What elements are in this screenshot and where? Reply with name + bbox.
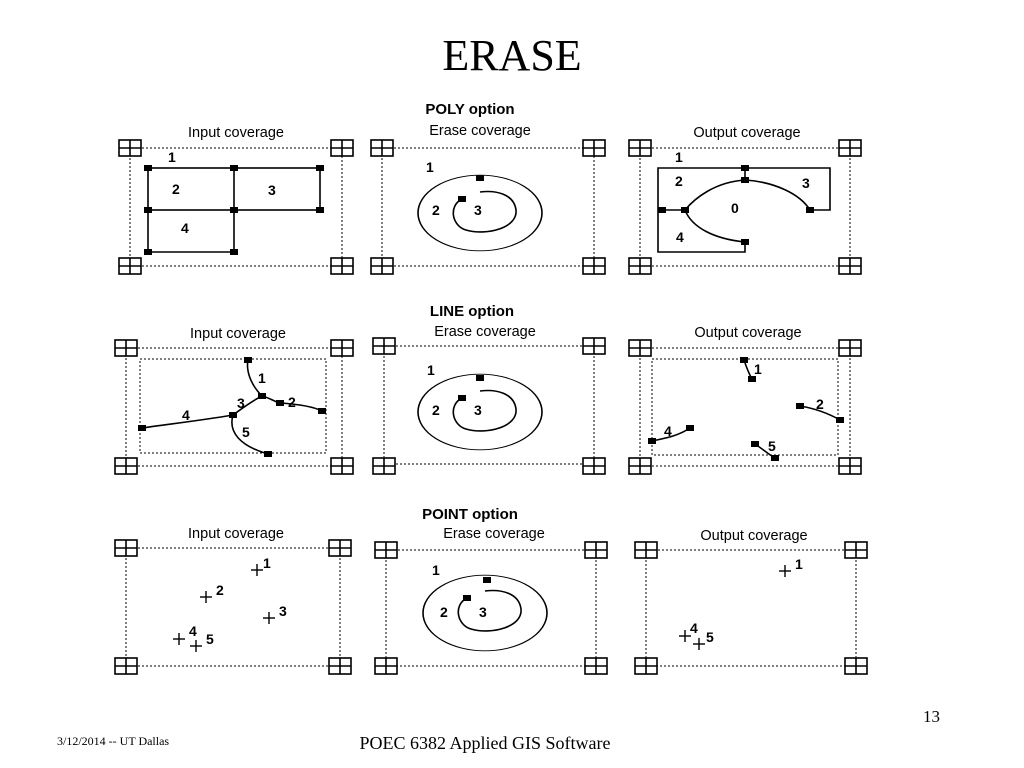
line-output-label: 1 bbox=[754, 361, 762, 377]
poly-option-title: POLY option bbox=[425, 101, 514, 118]
point-erase-panel: Erase coverage 1 2 3 bbox=[374, 526, 608, 675]
poly-output-label: 2 bbox=[675, 173, 683, 189]
point-input-heading: Input coverage bbox=[188, 526, 284, 542]
line-erase-label: 3 bbox=[474, 402, 482, 418]
poly-output-heading: Output coverage bbox=[693, 125, 800, 141]
line-output-label: 5 bbox=[768, 438, 776, 454]
footer-date: 3/12/2014 -- UT Dallas bbox=[57, 734, 170, 748]
line-input-heading: Input coverage bbox=[190, 326, 286, 342]
line-input-label: 1 bbox=[258, 370, 266, 386]
poly-input-panel: Input coverage 1 2 3 4 bbox=[118, 125, 354, 275]
point-output-label: 5 bbox=[706, 629, 714, 645]
point-output-heading: Output coverage bbox=[700, 528, 807, 544]
point-input-label: 5 bbox=[206, 631, 214, 647]
poly-output-label: 4 bbox=[676, 229, 684, 245]
slide-number: 13 bbox=[923, 707, 940, 726]
point-output-label: 4 bbox=[690, 620, 698, 636]
line-output-label: 4 bbox=[664, 423, 672, 439]
erase-diagram: POLY option Input coverage 1 2 3 4 Erase… bbox=[100, 98, 880, 688]
poly-output-panel: Output coverage 1 2 3 0 4 bbox=[628, 125, 862, 275]
poly-input-heading: Input coverage bbox=[188, 125, 284, 141]
line-input-label: 2 bbox=[288, 394, 296, 410]
poly-input-label: 2 bbox=[172, 181, 180, 197]
line-output-label: 2 bbox=[816, 396, 824, 412]
line-output-panel: Output coverage 1 2 4 5 bbox=[628, 325, 862, 475]
poly-output-label: 1 bbox=[675, 149, 683, 165]
poly-output-label: 0 bbox=[731, 200, 739, 216]
poly-input-label: 4 bbox=[181, 220, 189, 236]
slide-title: ERASE bbox=[442, 31, 582, 80]
poly-erase-label: 1 bbox=[426, 159, 434, 175]
point-input-label: 3 bbox=[279, 603, 287, 619]
line-erase-label: 2 bbox=[432, 402, 440, 418]
point-input-panel: Input coverage 1 2 3 4 5 bbox=[114, 526, 352, 675]
point-option-title: POINT option bbox=[422, 506, 518, 523]
poly-input-label: 1 bbox=[168, 149, 176, 165]
poly-output-label: 3 bbox=[802, 175, 810, 191]
footer-course: POEC 6382 Applied GIS Software bbox=[359, 733, 611, 753]
poly-erase-heading: Erase coverage bbox=[429, 123, 531, 139]
point-input-label: 1 bbox=[263, 555, 271, 571]
point-input-label: 2 bbox=[216, 582, 224, 598]
point-erase-label: 1 bbox=[432, 562, 440, 578]
line-erase-panel: Erase coverage 1 2 3 bbox=[372, 324, 606, 475]
point-erase-label: 3 bbox=[479, 604, 487, 620]
line-input-label: 5 bbox=[242, 424, 250, 440]
poly-erase-label: 2 bbox=[432, 202, 440, 218]
point-output-panel: Output coverage 1 4 5 bbox=[634, 528, 868, 675]
line-input-label: 3 bbox=[237, 395, 245, 411]
poly-erase-panel: Erase coverage 1 2 3 bbox=[370, 123, 606, 275]
line-input-label: 4 bbox=[182, 407, 190, 423]
line-erase-heading: Erase coverage bbox=[434, 324, 536, 340]
line-input-panel: Input coverage 1 4 3 2 5 bbox=[114, 326, 354, 475]
poly-erase-label: 3 bbox=[474, 202, 482, 218]
point-output-label: 1 bbox=[795, 556, 803, 572]
point-erase-label: 2 bbox=[440, 604, 448, 620]
poly-input-label: 3 bbox=[268, 182, 276, 198]
line-option-title: LINE option bbox=[430, 303, 514, 320]
point-input-label: 4 bbox=[189, 623, 197, 639]
point-erase-heading: Erase coverage bbox=[443, 526, 545, 542]
line-erase-label: 1 bbox=[427, 362, 435, 378]
line-output-heading: Output coverage bbox=[694, 325, 801, 341]
